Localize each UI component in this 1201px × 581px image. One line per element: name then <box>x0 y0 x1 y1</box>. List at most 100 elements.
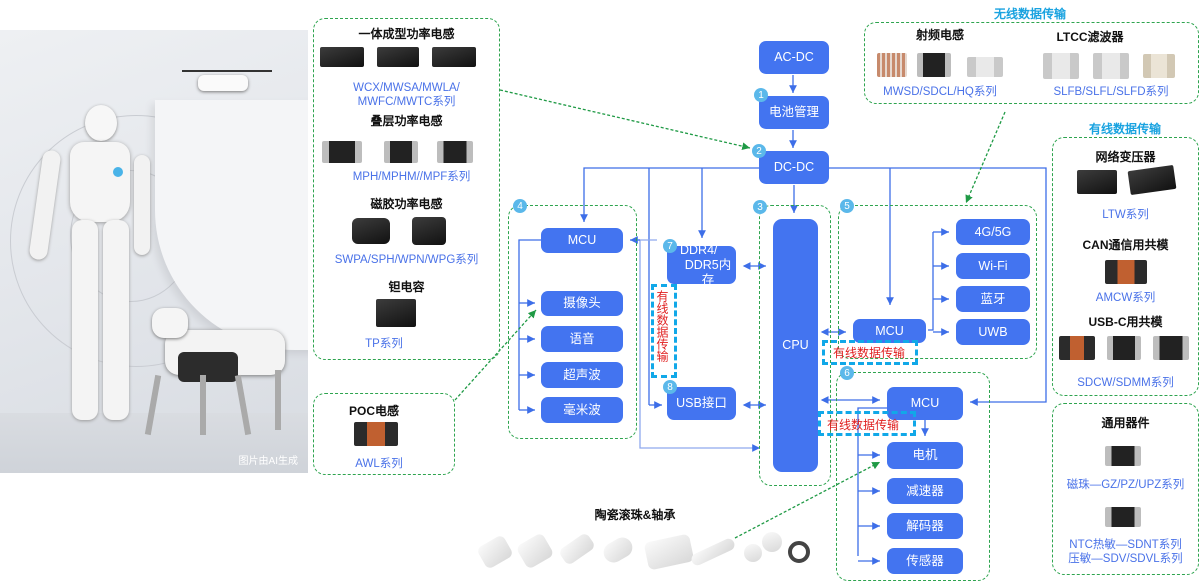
group-title: 网络变压器 <box>1095 150 1156 164</box>
wireless-group: 射频电感 MWSD/SDCL/HQ系列 LTCC滤波器 SLFB/SLFL/SL… <box>864 22 1199 104</box>
transformer-icon <box>1127 164 1177 196</box>
badge-5: 5 <box>840 199 854 213</box>
sensor-block[interactable]: 传感器 <box>887 548 963 574</box>
cpu-block[interactable]: CPU <box>773 219 818 472</box>
arrow-mcu4-cpu <box>639 239 760 452</box>
badge-1: 1 <box>754 88 768 102</box>
series-label: 压敏—SDV/SDVL系列 <box>1068 553 1183 565</box>
inductor-chip-icon <box>352 218 390 244</box>
series-label: AWL系列 <box>355 458 403 470</box>
series-label: MPH/MPHM//MPF系列 <box>352 171 471 183</box>
wired-data-label: 有线数据传输 <box>833 346 906 360</box>
inductor-chip-icon <box>377 47 419 67</box>
series-label: TP系列 <box>365 338 403 350</box>
robot-dog-battery <box>178 352 238 382</box>
capacitor-chip-icon <box>376 299 416 327</box>
floor <box>0 413 308 473</box>
rf-inductor-icon <box>967 57 1003 77</box>
acdc-block[interactable]: AC-DC <box>759 41 829 74</box>
mmwave-block[interactable]: 毫米波 <box>541 397 623 423</box>
series-label: SWPA/SPH/WPN/WPG系列 <box>334 254 479 266</box>
poc-inductor-icon <box>354 422 398 446</box>
group-title: LTCC滤波器 <box>1056 30 1124 44</box>
inductor-chip-icon <box>412 217 446 245</box>
robot-arm <box>134 155 150 255</box>
wired-highlight-cpu-mcu6 <box>818 411 916 436</box>
power-components-group: 一体成型功率电感 WCX/MWSA/MWLA/ MWFC/MWTC系列 叠层功率… <box>313 18 500 360</box>
ceramic-title: 陶瓷滚珠&轴承 <box>594 508 676 522</box>
reducer-block[interactable]: 减速器 <box>887 478 963 504</box>
voice-block[interactable]: 语音 <box>541 326 623 352</box>
robot-head <box>85 105 117 141</box>
motor-block[interactable]: 电机 <box>887 442 963 469</box>
drone-rotor <box>182 70 272 72</box>
group-title: USB-C用共模 <box>1088 315 1163 329</box>
link-power-to-dcdc <box>499 89 751 151</box>
ceramic-ball-icon <box>744 544 762 562</box>
transformer-icon <box>1077 170 1117 194</box>
badge-6: 6 <box>840 366 854 380</box>
robot-dog-head <box>152 308 188 338</box>
general-components-group: 通用器件 磁珠—GZ/PZ/UPZ系列 NTC热敏—SDNT系列 压敏—SDV/… <box>1052 403 1199 575</box>
arrow-dcdc-mcu4 <box>580 167 759 222</box>
battery-management-block[interactable]: 电池管理 <box>759 96 829 129</box>
badge-8: 8 <box>663 380 677 394</box>
robot-leg <box>72 220 98 420</box>
robot-photo: 图片由AI生成 <box>0 30 308 473</box>
ultrasonic-block[interactable]: 超声波 <box>541 362 623 388</box>
usb-interface-block[interactable]: USB接口 <box>667 387 736 420</box>
decoder-block[interactable]: 解码器 <box>887 513 963 539</box>
link-wireless-to-group5 <box>965 111 1006 204</box>
wireless-section-title: 无线数据传输 <box>993 7 1066 21</box>
wired-group: 网络变压器 LTW系列 CAN通信用共模 AMCW系列 USB-C用共模 SDC… <box>1052 137 1199 396</box>
series-label: MWSD/SDCL/HQ系列 <box>883 86 997 98</box>
series-label: NTC热敏—SDNT系列 <box>1069 539 1182 551</box>
drone <box>198 75 248 91</box>
inductor-chip-icon <box>432 47 476 67</box>
group-title: 通用器件 <box>1101 416 1150 430</box>
photo-caption: 图片由AI生成 <box>238 456 298 467</box>
badge-2: 2 <box>752 144 766 158</box>
ddr-label-line2: DDR5内存 <box>684 257 732 287</box>
dcdc-block[interactable]: DC-DC <box>759 151 829 184</box>
mcu-sensing-block[interactable]: MCU <box>541 228 623 253</box>
ltcc-filter-icon <box>1143 54 1175 78</box>
thermistor-chip-icon <box>1105 507 1141 527</box>
group-title: 磁胶功率电感 <box>370 197 443 211</box>
line-mcu6-actuators <box>857 407 887 556</box>
bead-chip-icon <box>1105 446 1141 466</box>
common-mode-choke-icon <box>1059 336 1095 360</box>
badge-7: 7 <box>663 239 677 253</box>
inductor-chip-icon <box>322 141 362 163</box>
ceramic-ball-icon <box>762 532 782 552</box>
uwb-block[interactable]: UWB <box>956 319 1030 345</box>
badge-3: 3 <box>753 200 767 214</box>
bluetooth-block[interactable]: 蓝牙 <box>956 286 1030 312</box>
common-mode-choke-icon <box>1153 336 1189 360</box>
ddr-memory-block[interactable]: DDR4/ DDR5内存 <box>667 243 736 287</box>
mcu-wireless-block[interactable]: MCU <box>853 319 926 343</box>
rf-inductor-icon <box>877 53 907 77</box>
mcu-motion-block[interactable]: MCU <box>887 387 963 420</box>
inductor-chip-icon <box>320 47 364 67</box>
robot-dog-leg <box>200 375 206 435</box>
wired-highlight-cpu-mcu5 <box>822 340 918 365</box>
line-mcu5-wireless <box>928 232 934 331</box>
group-title: 一体成型功率电感 <box>358 27 455 41</box>
robot-leg <box>103 220 129 420</box>
group-title: 钽电容 <box>388 280 425 294</box>
camera-block[interactable]: 摄像头 <box>541 291 623 316</box>
series-label: SDCW/SDMM系列 <box>1077 377 1174 389</box>
ltcc-filter-icon <box>1043 53 1079 79</box>
4g5g-block[interactable]: 4G/5G <box>956 219 1030 245</box>
wired-section-title: 有线数据传输 <box>1088 122 1161 136</box>
wired-highlight-vertical <box>651 284 677 378</box>
series-label: SLFB/SLFL/SLFD系列 <box>1053 86 1169 98</box>
rf-inductor-icon <box>917 53 951 77</box>
wired-data-label-vertical: 有线数据传输 <box>655 290 669 362</box>
group-title: POC电感 <box>348 404 399 418</box>
robot-dog-leg <box>275 370 281 430</box>
wifi-block[interactable]: Wi-Fi <box>956 253 1030 279</box>
bearing-icon <box>788 541 810 563</box>
series-label: LTW系列 <box>1102 209 1149 221</box>
